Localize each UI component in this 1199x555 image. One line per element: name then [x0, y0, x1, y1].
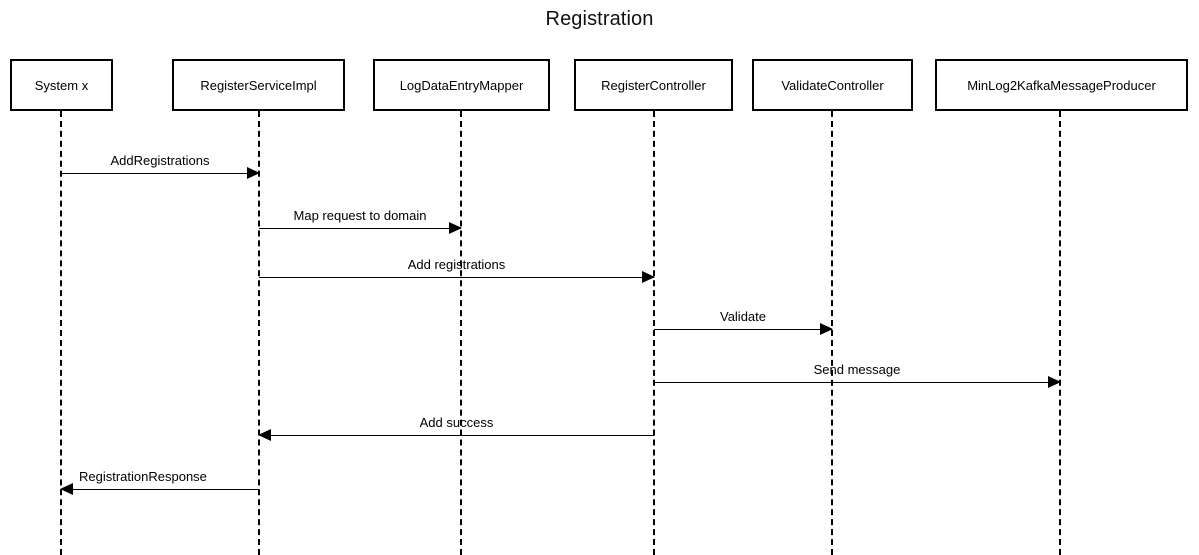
- participant-register-controller[interactable]: RegisterController: [574, 59, 733, 111]
- lifeline-log-data-entry-mapper: [460, 111, 462, 555]
- message-label: Map request to domain: [293, 208, 427, 223]
- participant-label: System x: [34, 77, 89, 93]
- message-label: Validate: [719, 309, 766, 324]
- arrow-head-right-icon: [449, 222, 462, 234]
- message-line: [61, 173, 259, 174]
- message-line: [259, 228, 461, 229]
- participant-label: ValidateController: [781, 77, 884, 93]
- message-line: [654, 382, 1060, 383]
- participant-system-x[interactable]: System x: [10, 59, 113, 111]
- arrow-head-right-icon: [1048, 376, 1061, 388]
- lifeline-register-controller: [653, 111, 655, 555]
- message-label: AddRegistrations: [110, 153, 210, 168]
- arrow-head-right-icon: [642, 271, 655, 283]
- participant-validate-controller[interactable]: ValidateController: [752, 59, 913, 111]
- arrow-head-left-icon: [60, 483, 73, 495]
- participant-label: MinLog2KafkaMessageProducer: [967, 77, 1156, 93]
- message-line: [654, 329, 832, 330]
- message-label: Send message: [813, 362, 901, 377]
- participant-log-data-entry-mapper[interactable]: LogDataEntryMapper: [373, 59, 550, 111]
- message-line: [61, 489, 259, 490]
- message-line: [259, 277, 654, 278]
- participant-label: RegisterController: [601, 77, 706, 93]
- participant-min-log2-kafka-message-producer[interactable]: MinLog2KafkaMessageProducer: [935, 59, 1188, 111]
- participant-register-service-impl[interactable]: RegisterServiceImpl: [172, 59, 345, 111]
- participant-label: LogDataEntryMapper: [399, 77, 524, 93]
- arrow-head-left-icon: [258, 429, 271, 441]
- participant-label: RegisterServiceImpl: [200, 77, 317, 93]
- lifeline-min-log2-kafka-message-producer: [1059, 111, 1061, 555]
- message-label: RegistrationResponse: [79, 469, 207, 484]
- arrow-head-right-icon: [247, 167, 260, 179]
- message-line: [259, 435, 654, 436]
- message-label: Add registrations: [407, 257, 506, 272]
- arrow-head-right-icon: [820, 323, 833, 335]
- page-title: Registration: [545, 8, 654, 30]
- message-label: Add success: [419, 415, 494, 430]
